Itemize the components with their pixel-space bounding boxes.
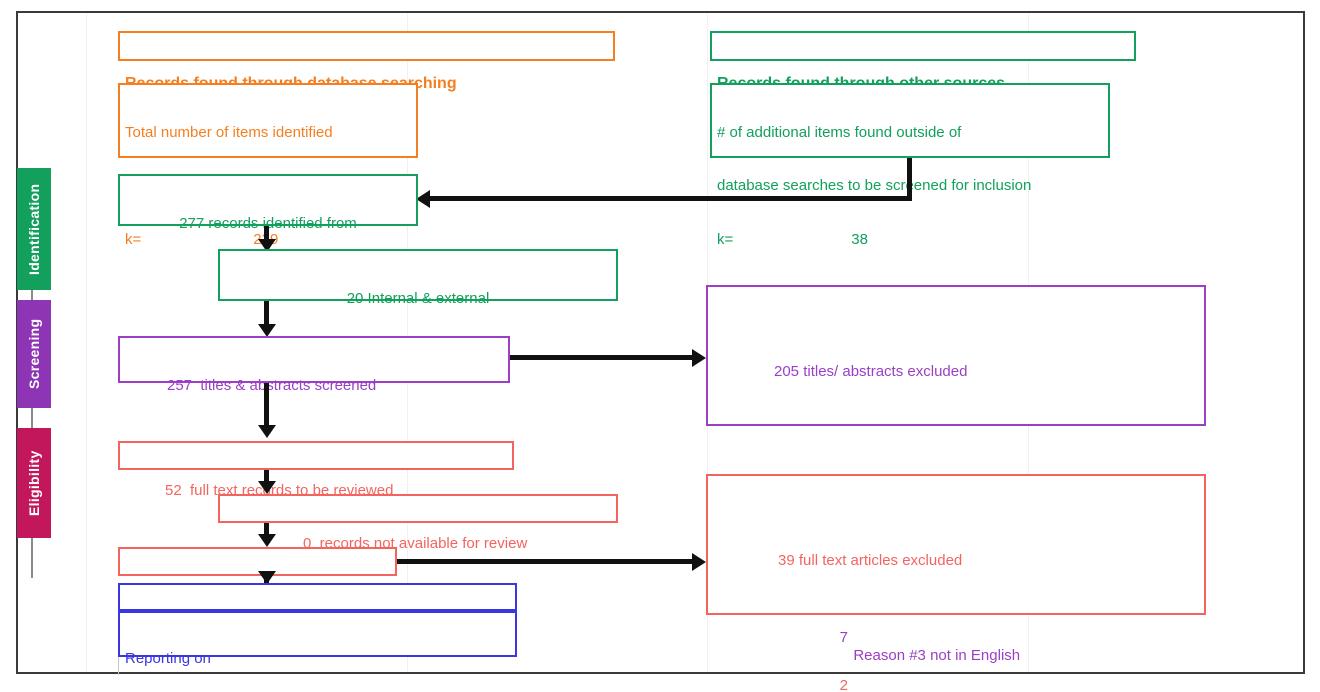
fulltext-to-review-box: 52 full text records to be reviewed xyxy=(118,441,514,499)
other-sources-line2: database searches to be screened for inc… xyxy=(717,177,1032,195)
stage-tab-identification: Identification xyxy=(17,168,51,290)
arrow-to-fulltext-excluded xyxy=(692,553,706,571)
reporting-on-studies-box: Reporting on 13 studies xyxy=(118,611,517,667)
stage-tab-eligibility-label: Eligibility xyxy=(26,450,42,516)
records-identified-line1: 277 records identified from xyxy=(179,215,357,233)
fulltext-excluded-header: 39 full text articles excluded xyxy=(778,551,963,569)
other-sources-line1: # of additional items found outside of xyxy=(717,124,962,142)
titles-excluded-header: 205 titles/ abstracts excluded xyxy=(774,362,968,380)
records-not-available-box: 0 records not available for review xyxy=(218,494,618,552)
arrow-to-screened xyxy=(258,324,276,337)
titles-excluded-reason-3: 7 Reason #3 not in English xyxy=(820,629,1204,664)
connector-identified-to-duplicates xyxy=(264,226,269,243)
fulltext-excluded-reason-1: 2 Reason #1 video EEG monitoring xyxy=(820,677,1204,692)
arrow-to-reviewed xyxy=(258,534,276,547)
arrow-to-included xyxy=(258,571,276,584)
duplicates-excluded-line1: 20 Internal & external xyxy=(346,290,490,308)
titles-screened-text: 257 titles & abstracts screened xyxy=(167,377,377,395)
arrow-into-all-sources xyxy=(416,190,430,208)
arrow-to-titles-excluded xyxy=(692,349,706,367)
database-sources-header: Records found through database searching xyxy=(118,31,615,92)
database-search-line1: Total number of items identified xyxy=(125,124,333,142)
stage-tab-screening: Screening xyxy=(17,300,51,408)
titles-excluded-box: 205 titles/ abstracts excluded 23 Reason… xyxy=(706,285,1206,664)
other-sources-k-label: k= xyxy=(717,230,734,248)
titles-excluded-reason-3-text: Reason #3 not in English xyxy=(853,646,1021,664)
guide-line xyxy=(86,13,87,672)
reporting-on-label: Reporting on xyxy=(125,650,211,668)
fulltext-excluded-box: 39 full text articles excluded 2 Reason … xyxy=(706,474,1206,692)
arrow-to-fulltext xyxy=(258,425,276,438)
connector-screened-to-fulltext xyxy=(264,383,269,429)
connector-duplicates-to-screened xyxy=(264,301,269,328)
titles-excluded-reason-3-count: 7 xyxy=(839,629,848,647)
connector-notavailable-to-reviewed xyxy=(264,523,269,537)
database-search-box: Total number of items identified from da… xyxy=(118,83,418,248)
publications-included-box: 13 publications included xyxy=(118,583,517,641)
other-sources-k-value: 38 xyxy=(851,230,868,248)
stage-tab-screening-label: Screening xyxy=(26,318,42,390)
arrow-to-duplicates xyxy=(258,239,276,252)
connector-screened-to-excluded xyxy=(510,355,696,360)
database-search-k-label: k= xyxy=(125,230,142,248)
other-sources-k-row: k= 38 xyxy=(717,231,1103,249)
connector-other-sources-vertical xyxy=(907,158,912,201)
duplicates-excluded-box: 20 Internal & external duplicate citatio… xyxy=(218,249,618,360)
included-tail-line xyxy=(118,657,119,675)
fulltext-excluded-reason-1-count: 2 xyxy=(839,676,848,692)
other-sources-header: Records found through other sources xyxy=(710,31,1136,92)
other-sources-box: # of additional items found outside of d… xyxy=(710,83,1110,248)
connector-other-sources-horizontal xyxy=(429,196,910,201)
titles-screened-box: 257 titles & abstracts screened xyxy=(118,336,510,394)
stage-tab-eligibility: Eligibility xyxy=(17,428,51,538)
stage-tab-identification-label: Identification xyxy=(26,183,42,275)
connector-toreview-to-notavailable xyxy=(264,470,269,484)
connector-reviewed-to-excluded xyxy=(397,559,696,564)
records-identified-box: 277 records identified from all sources xyxy=(118,174,418,285)
arrow-to-not-available xyxy=(258,481,276,494)
